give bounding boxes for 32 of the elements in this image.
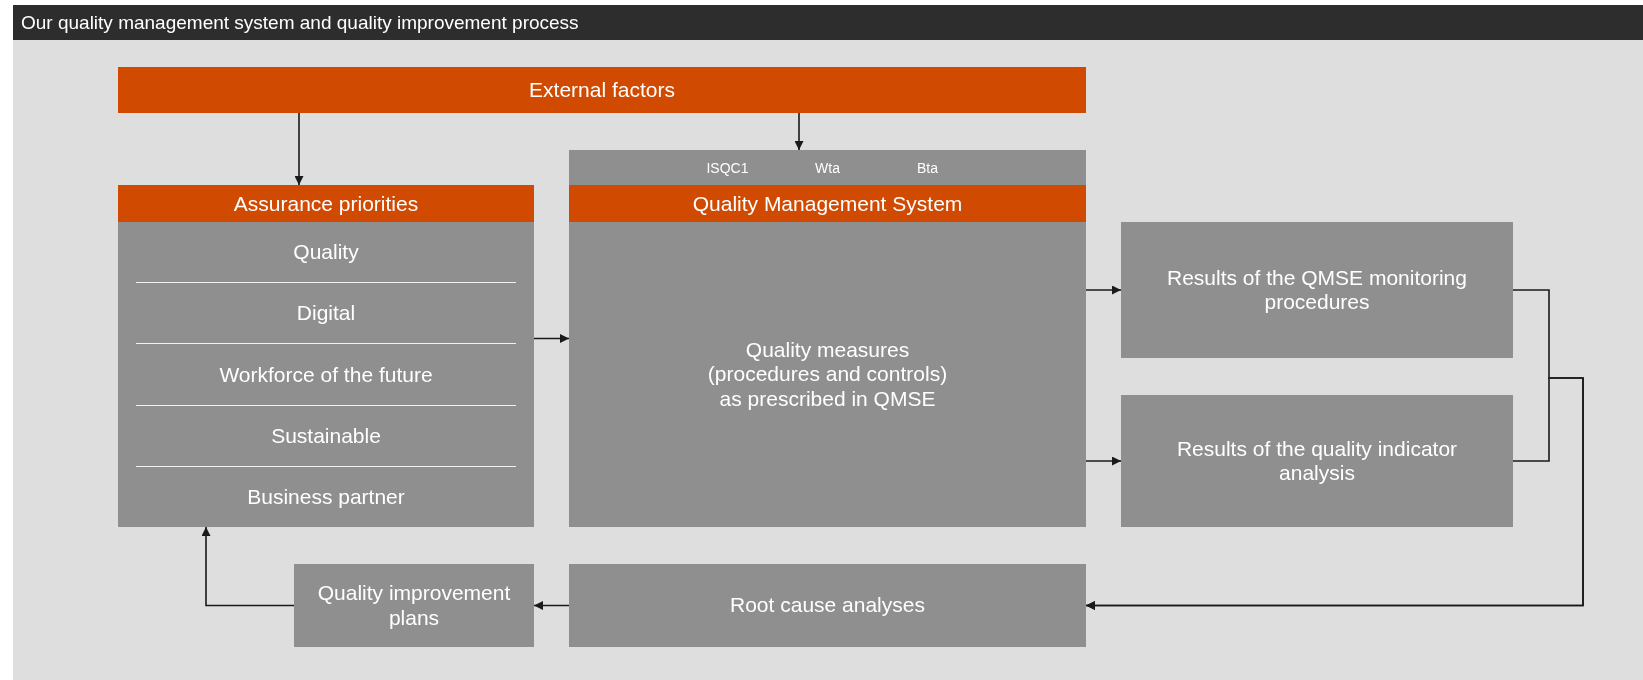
process-box [569, 564, 1086, 647]
arrow [1085, 285, 1122, 295]
arrow [1085, 377, 1584, 610]
arrow [1085, 456, 1122, 466]
box-label: Root cause analyses [729, 593, 926, 618]
box-label: Quality improvement plans [316, 581, 512, 630]
process-box [1121, 222, 1513, 358]
arrow [201, 526, 295, 607]
panel-header: Assurance priorities [118, 185, 534, 222]
title-bar: Our quality management system and quality improvement process [13, 5, 1643, 40]
box-label: Results of the QMSE monitoring procedures [1166, 265, 1468, 315]
system-panel [569, 150, 1086, 527]
arrow [533, 601, 570, 610]
priority-item: Quality [293, 240, 359, 265]
process-box [118, 67, 1086, 113]
priority-item: Business partner [247, 484, 405, 509]
process-box [1121, 395, 1513, 527]
panel-body-text: Quality measures (procedures and controls) as prescribed in QMSE [706, 338, 949, 411]
arrow [794, 112, 804, 151]
box-label: Results of the quality indicator analysis [1175, 436, 1459, 486]
process-box [294, 564, 534, 647]
box-label: External factors [528, 77, 676, 103]
priority-item: Sustainable [271, 423, 381, 448]
standard-label: Wta [814, 159, 841, 176]
priority-item: Digital [296, 301, 356, 326]
standard-label: Bta [916, 159, 939, 176]
arrow [294, 112, 304, 186]
panel-header: Quality Management System [569, 185, 1086, 222]
arrow [533, 334, 570, 343]
standard-label: ISQC1 [705, 159, 750, 176]
priorities-panel [118, 185, 534, 527]
priority-item: Workforce of the future [219, 362, 433, 387]
